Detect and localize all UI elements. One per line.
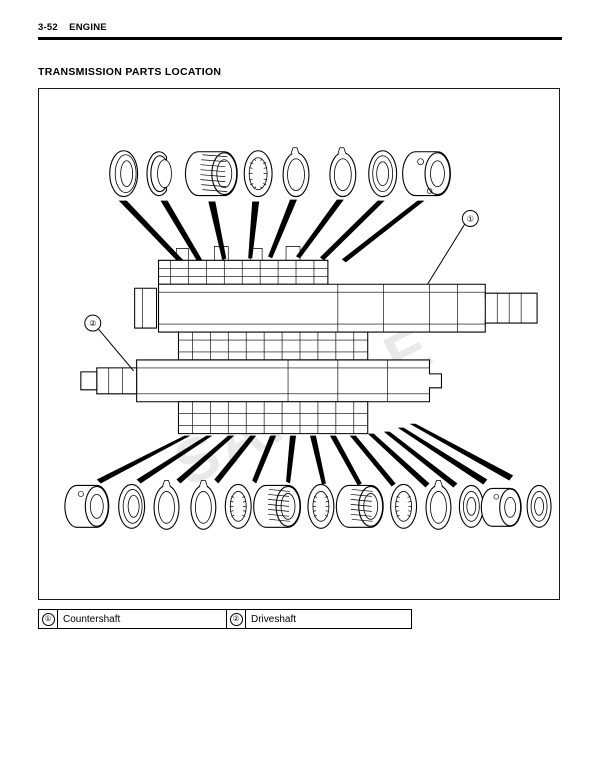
bottom-part-thrust-washer-11 — [458, 484, 484, 528]
callout-1: ① — [427, 210, 479, 285]
top-part-bushing-8 — [402, 151, 451, 197]
bottom-part-thrust-washer-2 — [118, 483, 146, 529]
top-part-splined-washer-4 — [243, 150, 273, 198]
callout-1-label: ① — [467, 214, 474, 223]
transmission-exploded-diagram: SAMPLE — [64, 147, 552, 530]
legend-label-driveshaft: Driveshaft — [251, 613, 297, 625]
top-part-thrust-washer-1 — [109, 150, 139, 198]
top-part-thrust-washer-7 — [368, 150, 398, 198]
driveshaft-assembly — [80, 331, 442, 435]
section-title: TRANSMISSION PARTS LOCATION — [38, 66, 222, 78]
bottom-part-circlip-10 — [425, 480, 452, 530]
top-part-needle-bearing-3 — [184, 151, 238, 197]
bottom-leader-lines — [96, 423, 514, 488]
countershaft-assembly — [134, 246, 538, 333]
callout-2: ② — [84, 314, 135, 372]
bottom-part-bushing-1 — [64, 484, 110, 528]
legend-row-countershaft: ① Countershaft — [39, 610, 226, 628]
bottom-row-parts — [64, 480, 552, 530]
bottom-part-needle-bearing-6 — [253, 484, 302, 528]
bottom-part-splined-washer-9 — [390, 483, 418, 529]
bottom-part-circlip-3 — [153, 480, 180, 530]
bottom-part-circlip-4 — [190, 480, 217, 530]
bottom-part-splined-washer-5 — [224, 483, 252, 529]
page-header: 3-52 ENGINE — [38, 22, 562, 42]
legend-label-countershaft: Countershaft — [63, 613, 121, 625]
circled-number-1: ① — [41, 612, 55, 626]
bottom-part-needle-bearing-8 — [335, 484, 384, 528]
circled-number-2: ② — [229, 612, 243, 626]
top-leader-lines — [118, 199, 425, 264]
top-part-circlip-2 — [146, 151, 172, 197]
bottom-part-thrust-washer-13 — [526, 484, 552, 528]
bottom-part-bushing-12 — [480, 487, 522, 527]
figure-frame: SAMPLE — [38, 88, 560, 600]
legend-table: ① Countershaft ② Driveshaft — [38, 609, 412, 629]
legend-row-driveshaft: ② Driveshaft — [226, 610, 411, 628]
legend-number-2: ② — [227, 610, 246, 628]
legend-number-1: ① — [39, 610, 58, 628]
bottom-part-splined-washer-7 — [307, 483, 335, 529]
top-part-circlip-6 — [329, 147, 357, 198]
callout-2-label: ② — [89, 319, 96, 328]
top-row-parts — [109, 147, 451, 198]
top-part-circlip-5 — [282, 147, 310, 198]
header-page-chapter: 3-52 ENGINE — [38, 22, 107, 33]
header-rule — [38, 37, 562, 40]
